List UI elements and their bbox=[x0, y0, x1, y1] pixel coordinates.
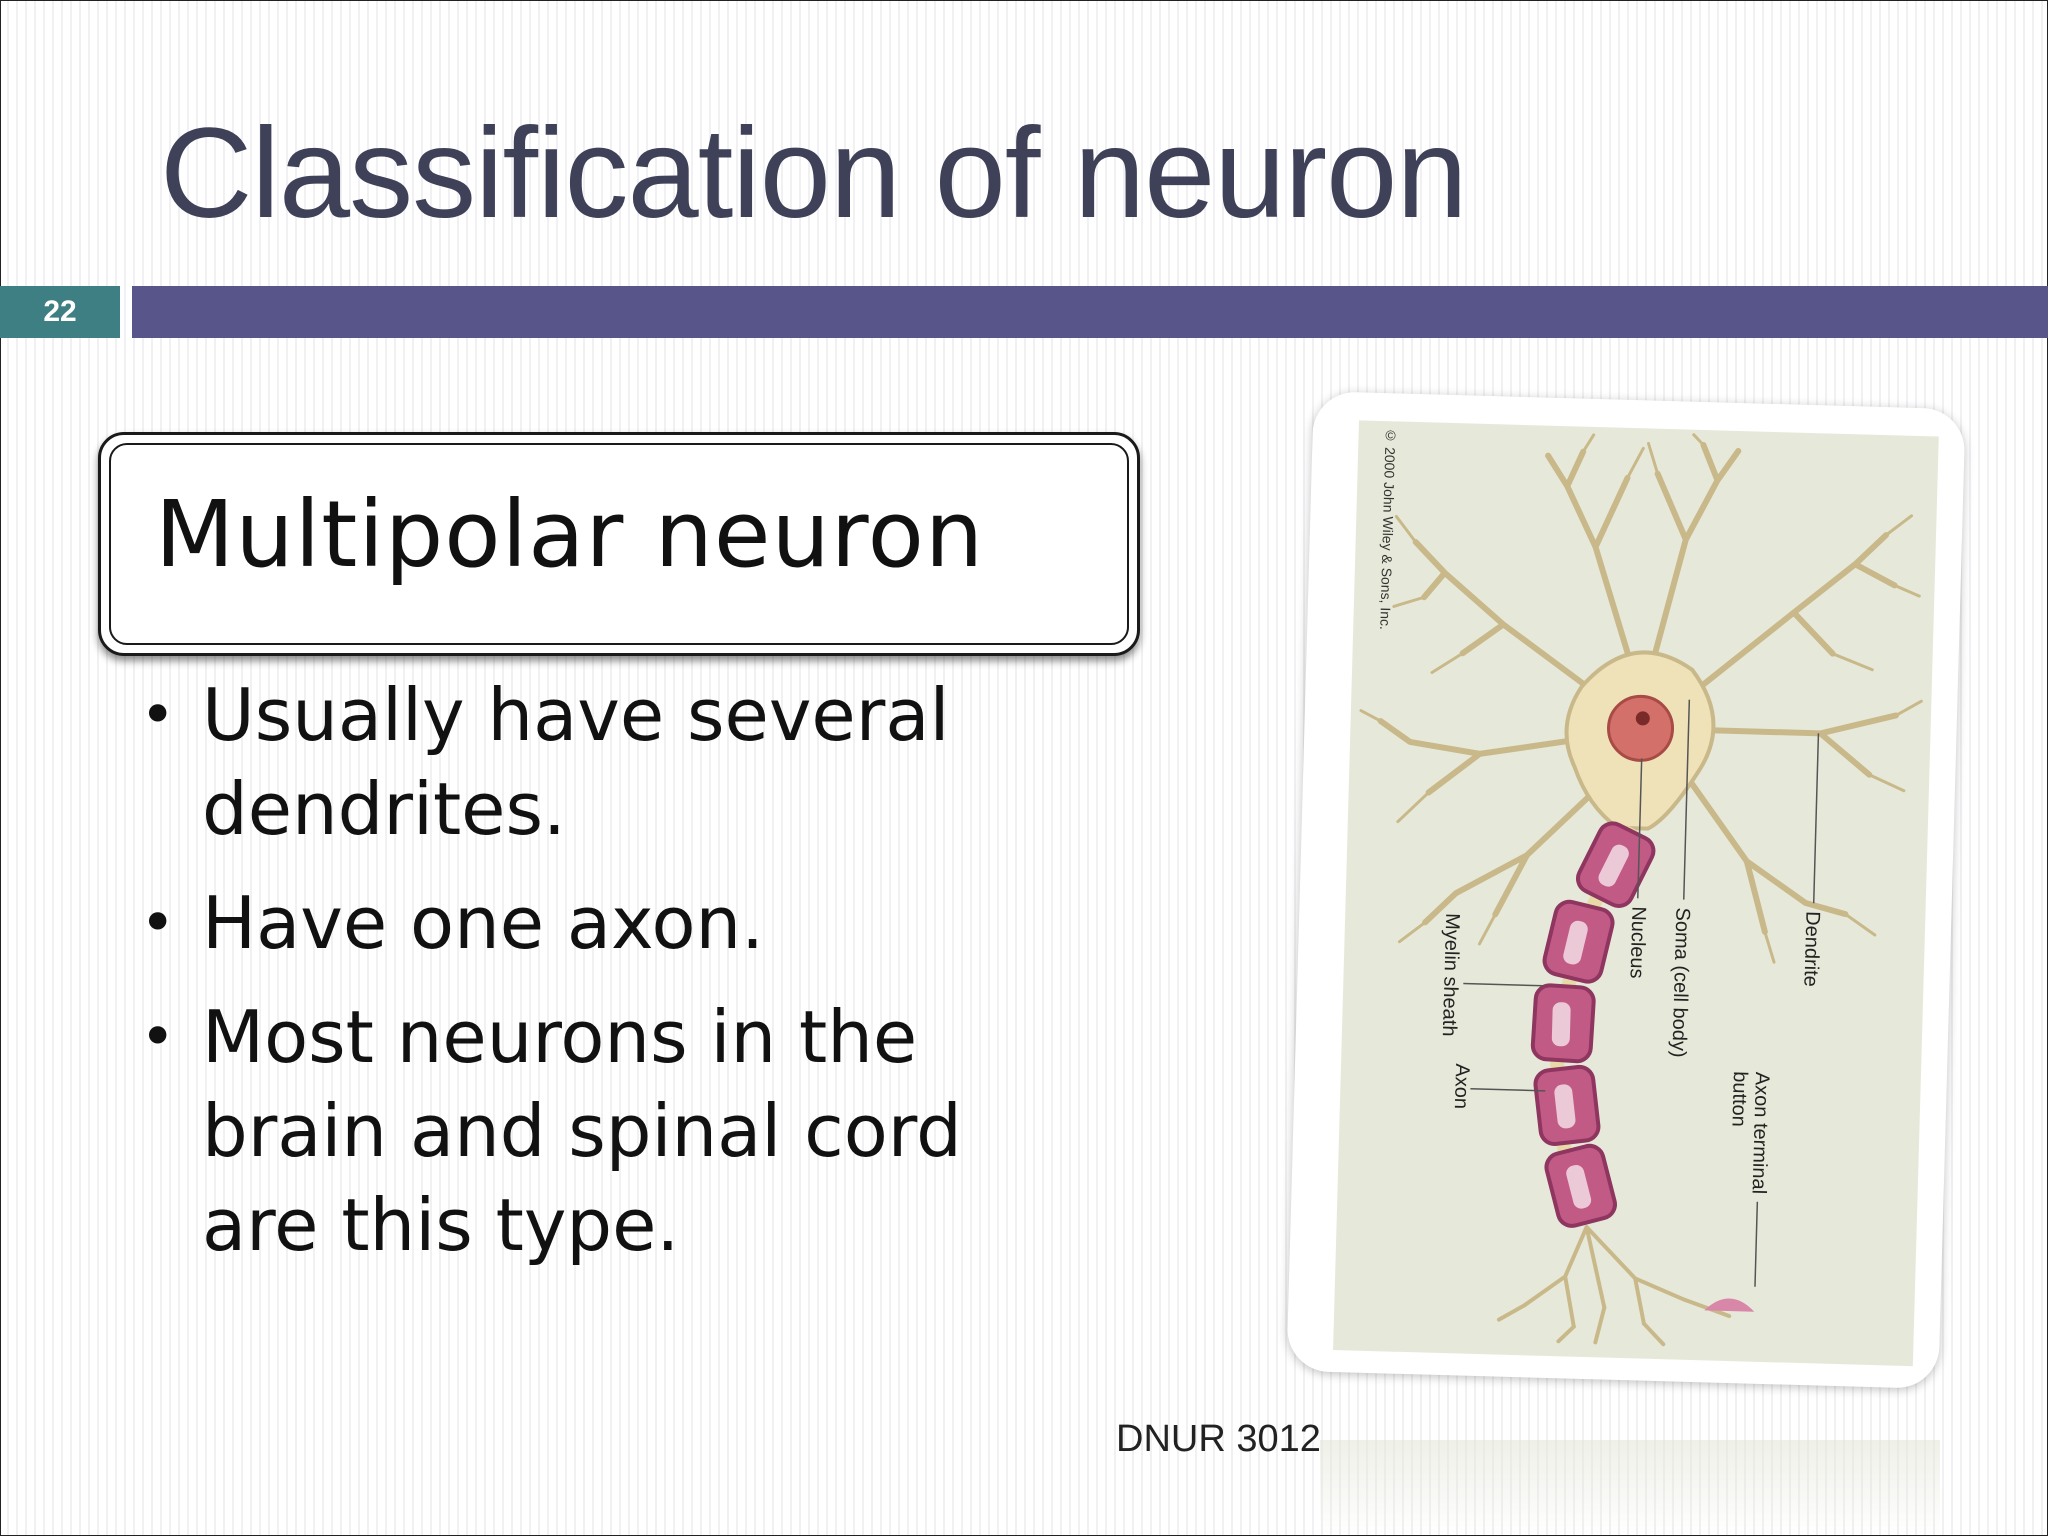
myelin-highlights bbox=[1551, 844, 1629, 1209]
slide-footer: DNUR 3012 bbox=[1116, 1418, 1321, 1460]
bullet-dot-icon: • bbox=[140, 680, 176, 750]
label-soma: Soma (cell body) bbox=[1667, 907, 1694, 1058]
nucleolus-shape bbox=[1635, 711, 1650, 726]
title-divider-band bbox=[132, 286, 2048, 338]
fine-dendrite-branches bbox=[1359, 433, 1923, 964]
label-axon-terminal: Axon terminal button bbox=[1727, 1070, 1773, 1195]
label-dendrite: Dendrite bbox=[1799, 910, 1824, 988]
heading-box-inner-border bbox=[109, 443, 1129, 645]
label-myelin-sheath: Myelin sheath bbox=[1437, 912, 1464, 1037]
heading-text: Multipolar neuron bbox=[155, 481, 985, 588]
neuron-figure: © 2000 John Wiley & Sons, Inc. Dendrite … bbox=[1333, 420, 1939, 1367]
bullet-dot-icon: • bbox=[140, 888, 176, 958]
multipolar-neuron-illustration bbox=[1359, 433, 1923, 1347]
bullet-text: Usually have several dendrites. bbox=[202, 673, 950, 851]
slide-number: 22 bbox=[0, 286, 120, 338]
label-leader-lines bbox=[1463, 699, 1820, 1287]
bullet-item: • Have one axon. bbox=[130, 876, 1060, 970]
bullet-item: • Usually have several dendrites. bbox=[130, 668, 1060, 856]
nucleus-shape bbox=[1607, 694, 1675, 762]
myelin-sheath-segments bbox=[1530, 821, 1656, 1228]
bullet-item: • Most neurons in the brain and spinal co… bbox=[130, 990, 1060, 1272]
label-nucleus: Nucleus bbox=[1625, 906, 1650, 979]
axon-terminal-branches bbox=[1496, 1225, 1732, 1347]
figure-copyright: © 2000 John Wiley & Sons, Inc. bbox=[1377, 427, 1399, 631]
figure-reflection bbox=[1320, 1440, 1940, 1536]
slide-title: Classification of neuron bbox=[160, 102, 1467, 245]
synapse-target-icon bbox=[1704, 1298, 1755, 1312]
bullet-text: Most neurons in the brain and spinal cor… bbox=[202, 995, 962, 1267]
heading-box: Multipolar neuron bbox=[98, 432, 1140, 656]
neuron-figure-card: © 2000 John Wiley & Sons, Inc. Dendrite … bbox=[1286, 391, 1966, 1389]
bullet-list: • Usually have several dendrites. • Have o… bbox=[130, 668, 1060, 1292]
label-axon: Axon bbox=[1449, 1063, 1474, 1110]
dendrite-branches bbox=[1377, 441, 1899, 935]
bullet-text: Have one axon. bbox=[202, 881, 765, 965]
bullet-dot-icon: • bbox=[140, 1002, 176, 1072]
